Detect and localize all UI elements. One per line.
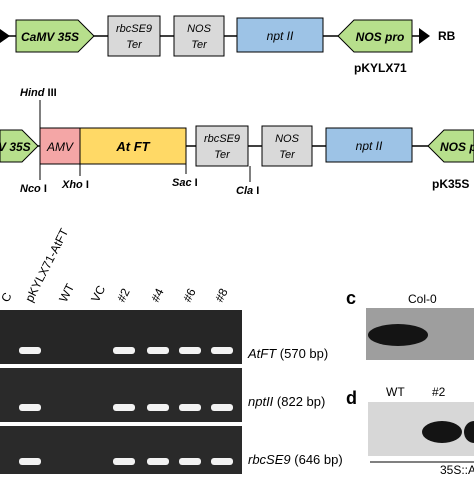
- gel-band: [147, 458, 169, 465]
- rb-label: RB: [438, 29, 456, 43]
- gel-band: [211, 347, 233, 354]
- blot-band: [422, 421, 462, 443]
- nos-promoter-arrow: [427, 129, 474, 163]
- caption-35s: 35S::A: [440, 463, 474, 474]
- ter-label: Ter: [191, 39, 208, 51]
- rbcse9-terminator-box: [195, 125, 249, 167]
- gel-row-atft: [0, 310, 242, 364]
- v35s-label: V 35S: [0, 140, 31, 154]
- gel-band: [179, 404, 201, 411]
- rbcse9-terminator-box: [107, 15, 161, 57]
- ter-label: Ter: [126, 39, 143, 51]
- gel-panel: C pKYLX71-AtFT WT VC #2 #4 #6 #8 AtFT (5…: [0, 226, 343, 474]
- gel-band: [113, 458, 135, 465]
- lane-label-wt: WT: [386, 385, 405, 399]
- blot-band: [368, 324, 428, 346]
- gel-band: [19, 458, 41, 465]
- gel-band: [113, 347, 135, 354]
- nos-label: NOS: [187, 23, 212, 35]
- left-border-arrowhead: [0, 29, 10, 43]
- lane-label: #6: [180, 286, 199, 305]
- nptii-gene-box: [236, 17, 324, 53]
- nos-pro-label: NOS p: [440, 140, 474, 154]
- gene-label-nptii: nptII (822 bp): [248, 394, 325, 409]
- pk35s-label: pK35S: [432, 177, 469, 191]
- gel-band: [113, 404, 135, 411]
- nos-pro-label: NOS pro: [356, 30, 405, 44]
- rbcse9-label: rbcSE9: [204, 133, 240, 145]
- pkylx71-label: pKYLX71: [354, 61, 407, 75]
- nos-label: NOS: [275, 133, 300, 145]
- construct-2: V 35S AMV At FT rbcSE9 Ter NOS Ter npt I…: [0, 87, 474, 197]
- gel-bands: [19, 347, 233, 465]
- camv35s-promoter-arrow: [15, 19, 95, 53]
- gel-lane-labels: C pKYLX71-AtFT WT VC #2 #4 #6 #8: [0, 226, 231, 305]
- gel-row-nptii: [0, 368, 242, 422]
- nos-terminator-box: [173, 15, 225, 57]
- gel-band: [179, 347, 201, 354]
- gel-band: [19, 347, 41, 354]
- panel-letter-c: c: [346, 288, 356, 308]
- atft-label: At FT: [115, 139, 150, 154]
- gel-band: [211, 404, 233, 411]
- gel-band: [147, 404, 169, 411]
- gel-band: [19, 404, 41, 411]
- xhoi-site-label: Xho I: [61, 179, 89, 191]
- right-border-arrowhead: [419, 28, 430, 44]
- rbcse9-label: rbcSE9: [116, 23, 152, 35]
- lane-label: VC: [88, 283, 108, 305]
- nptii-gene-box: [325, 127, 413, 163]
- lane-label-2: #2: [432, 385, 446, 399]
- lane-label: #8: [212, 286, 231, 305]
- nos-promoter-arrow: [337, 19, 413, 53]
- gene-label-rbcse9: rbcSE9 (646 bp): [248, 452, 343, 467]
- saci-site-label: Sac I: [172, 177, 198, 189]
- nos-terminator-box: [261, 125, 313, 167]
- clai-site-label: Cla I: [236, 185, 259, 197]
- gel-band: [179, 458, 201, 465]
- gel-row-rbcse9: [0, 426, 242, 474]
- panel-d: d WT #2 35S::A: [346, 385, 474, 477]
- camv35s-label: CaMV 35S: [21, 30, 79, 44]
- camv35s-promoter-arrow: [0, 129, 39, 163]
- ncoi-site-label: Nco I: [20, 183, 47, 195]
- gene-label-atft: AtFT (570 bp): [247, 346, 328, 361]
- lane-label: #4: [148, 286, 167, 305]
- lane-label: #2: [114, 286, 133, 305]
- lane-label: C: [0, 290, 15, 304]
- nptii-label: npt II: [356, 139, 383, 153]
- blot-band: [464, 421, 474, 443]
- ter-label: Ter: [214, 149, 231, 161]
- amv-label: AMV: [46, 140, 74, 154]
- lane-label: WT: [56, 281, 77, 305]
- gel-band: [211, 458, 233, 465]
- gel-band: [147, 347, 169, 354]
- hindiii-site-label: Hind III: [20, 87, 57, 99]
- panel-c: c Col-0: [346, 288, 474, 360]
- ter-label: Ter: [279, 149, 296, 161]
- atft-gene-box: [79, 127, 187, 165]
- panel-letter-d: d: [346, 388, 357, 408]
- construct-1: CaMV 35S rbcSE9 Ter NOS Ter npt II NOS p…: [0, 15, 456, 75]
- nptii-label: npt II: [267, 29, 294, 43]
- col0-label: Col-0: [408, 292, 437, 306]
